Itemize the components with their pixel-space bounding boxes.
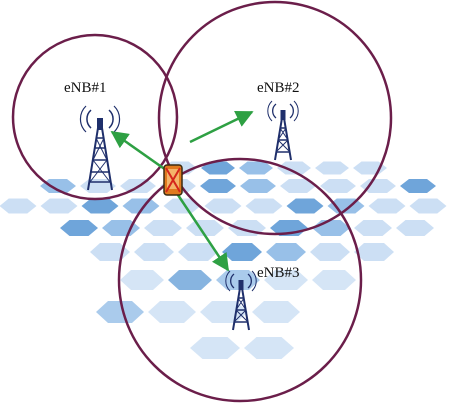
hex-cell [168, 270, 212, 290]
hex-cell [134, 243, 174, 261]
hex-cell [312, 220, 350, 236]
ue-phone-icon [163, 164, 183, 196]
enb1-label: eNB#1 [64, 80, 107, 96]
hex-cell [310, 243, 350, 261]
hex-cell [409, 198, 447, 214]
hex-cell [360, 179, 396, 193]
hex-cell [354, 220, 392, 236]
hex-cell [368, 198, 406, 214]
hex-cell [277, 161, 311, 175]
enb3-tower-icon [225, 270, 257, 331]
hex-cell [40, 179, 76, 193]
hex-cell [252, 301, 300, 323]
hex-cell-grid [0, 161, 447, 359]
hex-cell [122, 198, 160, 214]
arrow-to-enb3 [176, 194, 230, 272]
hex-cell [245, 198, 283, 214]
arrow-to-enb1 [110, 130, 167, 172]
hex-cell [264, 270, 308, 290]
hex-cell [178, 243, 218, 261]
hex-cell [144, 220, 182, 236]
hex-cell [396, 220, 434, 236]
enb1-coverage-circle [11, 33, 179, 201]
hex-cell [40, 198, 78, 214]
enb1-tower-icon [79, 105, 121, 191]
hex-cell [102, 220, 140, 236]
hex-cell [90, 243, 130, 261]
hex-cell [60, 220, 98, 236]
hex-cell [320, 179, 356, 193]
hex-cell [96, 301, 144, 323]
enb2-label: eNB#2 [257, 80, 300, 96]
hex-cell [186, 220, 224, 236]
hex-cell [163, 198, 201, 214]
hex-cell [244, 337, 294, 359]
hex-cell [354, 243, 394, 261]
hex-cell [315, 161, 349, 175]
enb2-tower-icon [267, 100, 299, 161]
hex-cell [286, 198, 324, 214]
hex-cell [280, 179, 316, 193]
arrow-to-enb2 [189, 110, 254, 144]
enb3-coverage-circle [117, 157, 363, 403]
hex-cell [222, 243, 262, 261]
hex-cell [312, 270, 356, 290]
hex-cell [148, 301, 196, 323]
hex-cell [200, 301, 248, 323]
hex-cell [0, 198, 37, 214]
hex-cell [200, 179, 236, 193]
hex-cell [266, 243, 306, 261]
hex-cell [239, 161, 273, 175]
hex-cell [120, 270, 164, 290]
hex-cell [190, 337, 240, 359]
enb3-label: eNB#3 [257, 265, 300, 281]
hex-cell [400, 179, 436, 193]
enb2-coverage-circle [157, 0, 393, 236]
hex-cell [81, 198, 119, 214]
hex-cell [201, 161, 235, 175]
hex-cell [204, 198, 242, 214]
hex-cell [240, 179, 276, 193]
